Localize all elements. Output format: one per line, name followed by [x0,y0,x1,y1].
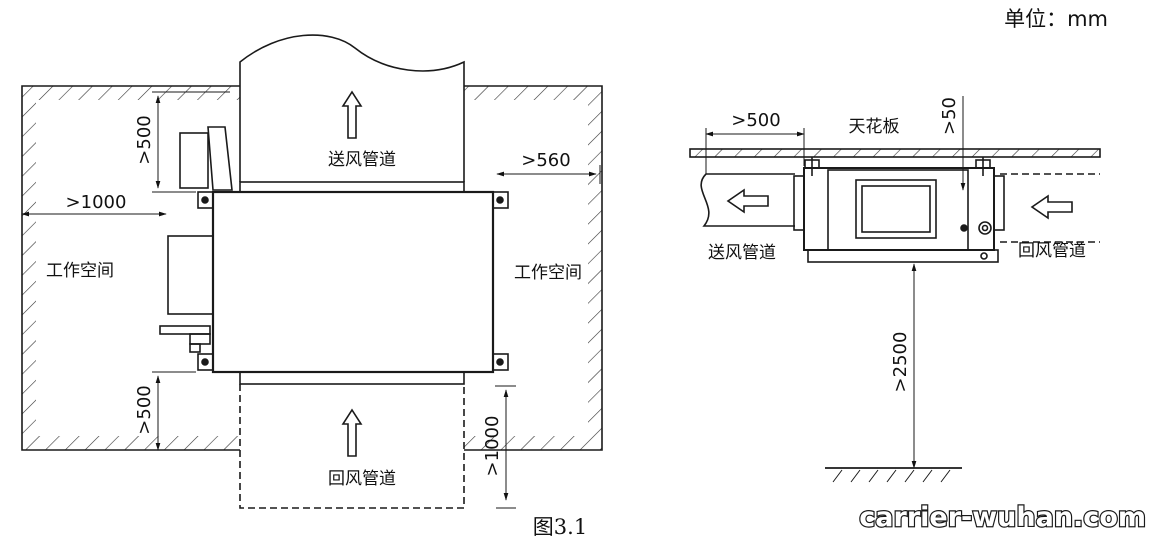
top-view [21,34,603,509]
work-space-left-label: 工作空间 [46,261,114,281]
watermark: carrier-wuhan.com [859,502,1146,533]
side-view [689,96,1101,483]
side-return-duct-label: 回风管道 [1018,241,1086,261]
supply-flow-arrow [341,90,363,139]
unit-body [211,190,495,374]
dim-duct-offset: >500 [731,110,780,131]
supply-duct [239,34,465,182]
side-supply-arrow [726,188,769,214]
side-supply-duct-label: 送风管道 [708,243,776,263]
motor-box [167,235,214,315]
side-supply-duct [700,173,795,227]
work-space-right-label: 工作空间 [514,263,582,283]
return-duct-label: 回风管道 [328,469,396,489]
figure-caption: 图3.1 [533,515,587,539]
dim-bottom-right: >1000 [482,416,503,477]
control-box [179,132,209,189]
right-wall-hatch [464,86,602,450]
dim-left: >1000 [66,192,127,213]
dim-floor-height: >2500 [890,332,911,393]
dim-top-left: >500 [134,115,155,164]
dim-bottom-left: >500 [134,385,155,434]
dim-right: >560 [521,150,570,171]
return-flow-arrow [341,408,363,457]
side-return-arrow [1030,194,1073,220]
return-duct [239,384,465,509]
ceiling-label: 天花板 [849,117,900,137]
ceiling-slab [689,148,1101,158]
supply-duct-label: 送风管道 [328,150,396,170]
unit-label: 单位：mm [1004,7,1108,31]
filter-panel [855,179,937,239]
dim-ceiling-gap: >50 [939,97,960,135]
